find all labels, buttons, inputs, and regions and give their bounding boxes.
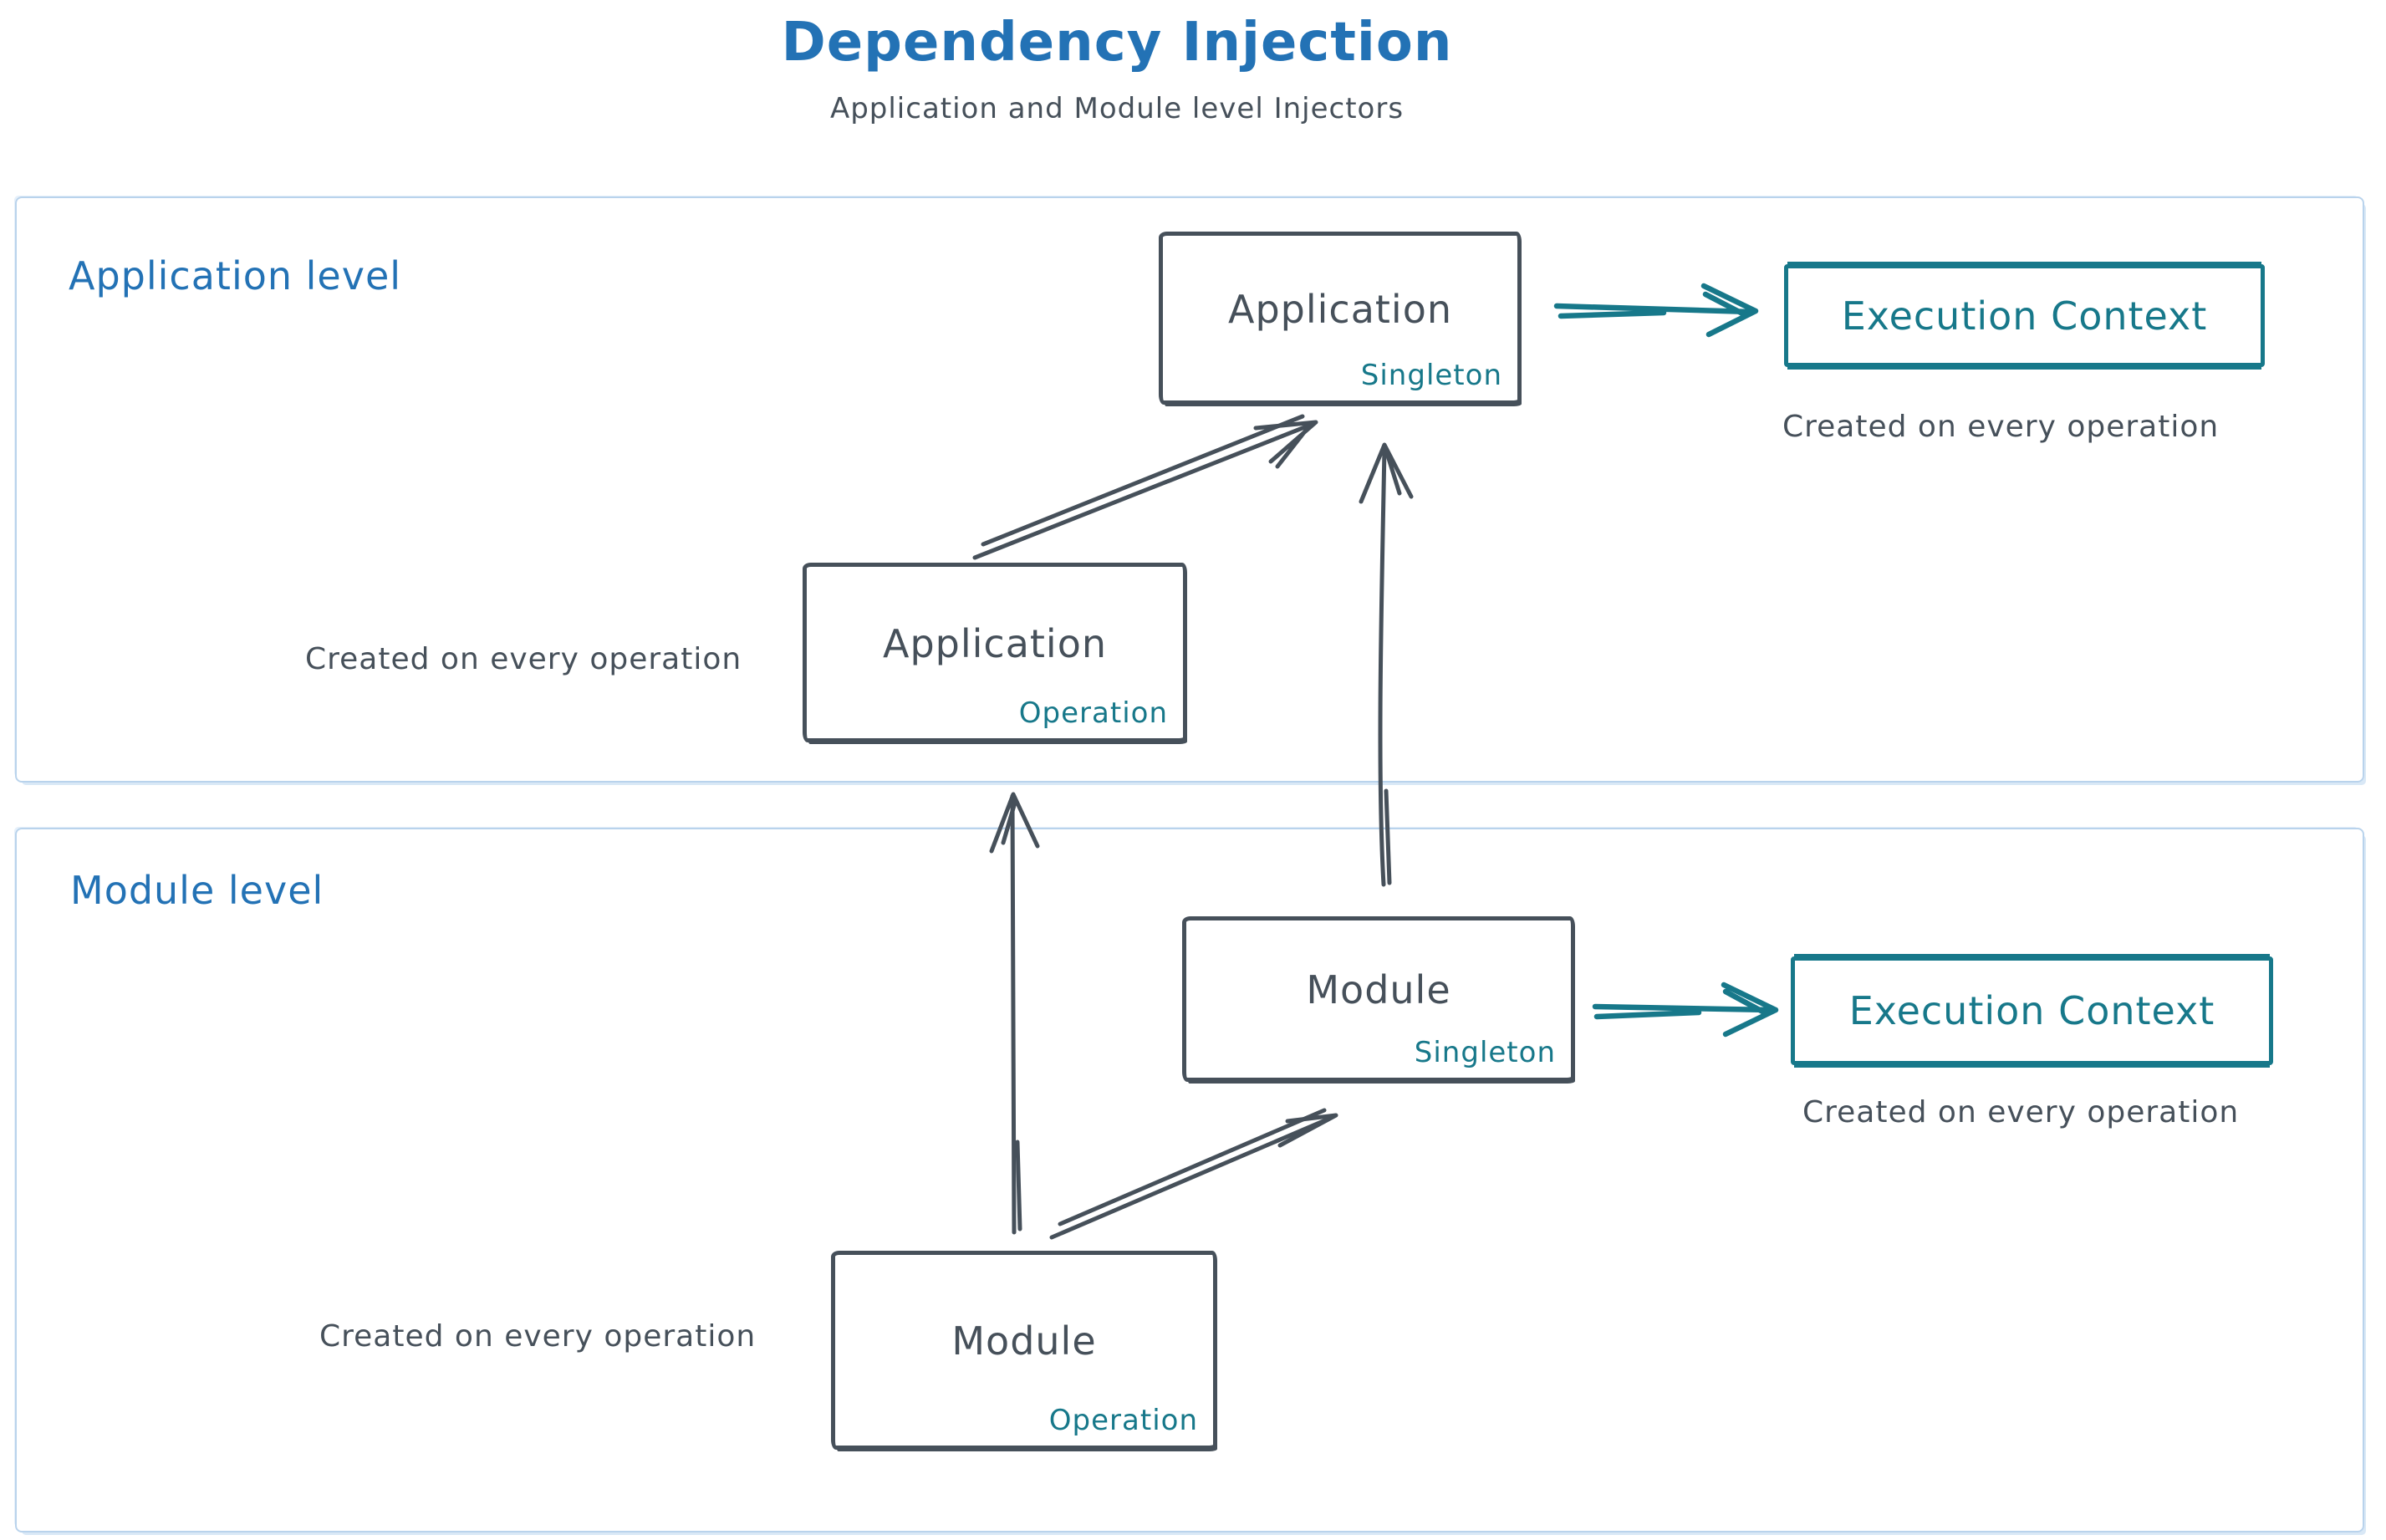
caption-app-operation: Created on every operation xyxy=(305,642,742,676)
node-application-operation: Application Operation xyxy=(803,563,1187,742)
execution-context-app: Execution Context xyxy=(1784,264,2265,367)
node-title: Application xyxy=(1227,286,1453,332)
node-title: Module xyxy=(1306,967,1451,1012)
module-level-label: Module level xyxy=(70,868,324,913)
node-application-singleton: Application Singleton xyxy=(1159,232,1522,405)
singleton-badge: Singleton xyxy=(1360,359,1502,392)
execution-context-module: Execution Context xyxy=(1791,956,2273,1065)
caption-module-execution-context: Created on every operation xyxy=(1802,1095,2240,1130)
page-subtitle: Application and Module level Injectors xyxy=(829,92,1405,125)
diagram-header: Dependency Injection Application and Mod… xyxy=(0,12,2234,125)
node-title: Module xyxy=(951,1318,1097,1364)
application-level-container: Application level xyxy=(15,196,2364,783)
node-module-singleton: Module Singleton xyxy=(1182,916,1575,1082)
operation-badge: Operation xyxy=(1048,1404,1198,1437)
singleton-badge: Singleton xyxy=(1414,1036,1556,1069)
operation-badge: Operation xyxy=(1018,696,1168,730)
module-level-container: Module level xyxy=(15,828,2364,1532)
node-title: Application xyxy=(882,620,1108,666)
node-module-operation: Module Operation xyxy=(831,1251,1217,1450)
execution-context-label: Execution Context xyxy=(1848,988,2215,1033)
caption-app-execution-context: Created on every operation xyxy=(1782,410,2220,444)
page-title: Dependency Injection xyxy=(781,12,1453,74)
caption-module-operation: Created on every operation xyxy=(319,1319,757,1354)
application-level-label: Application level xyxy=(69,253,402,298)
execution-context-label: Execution Context xyxy=(1841,293,2208,339)
